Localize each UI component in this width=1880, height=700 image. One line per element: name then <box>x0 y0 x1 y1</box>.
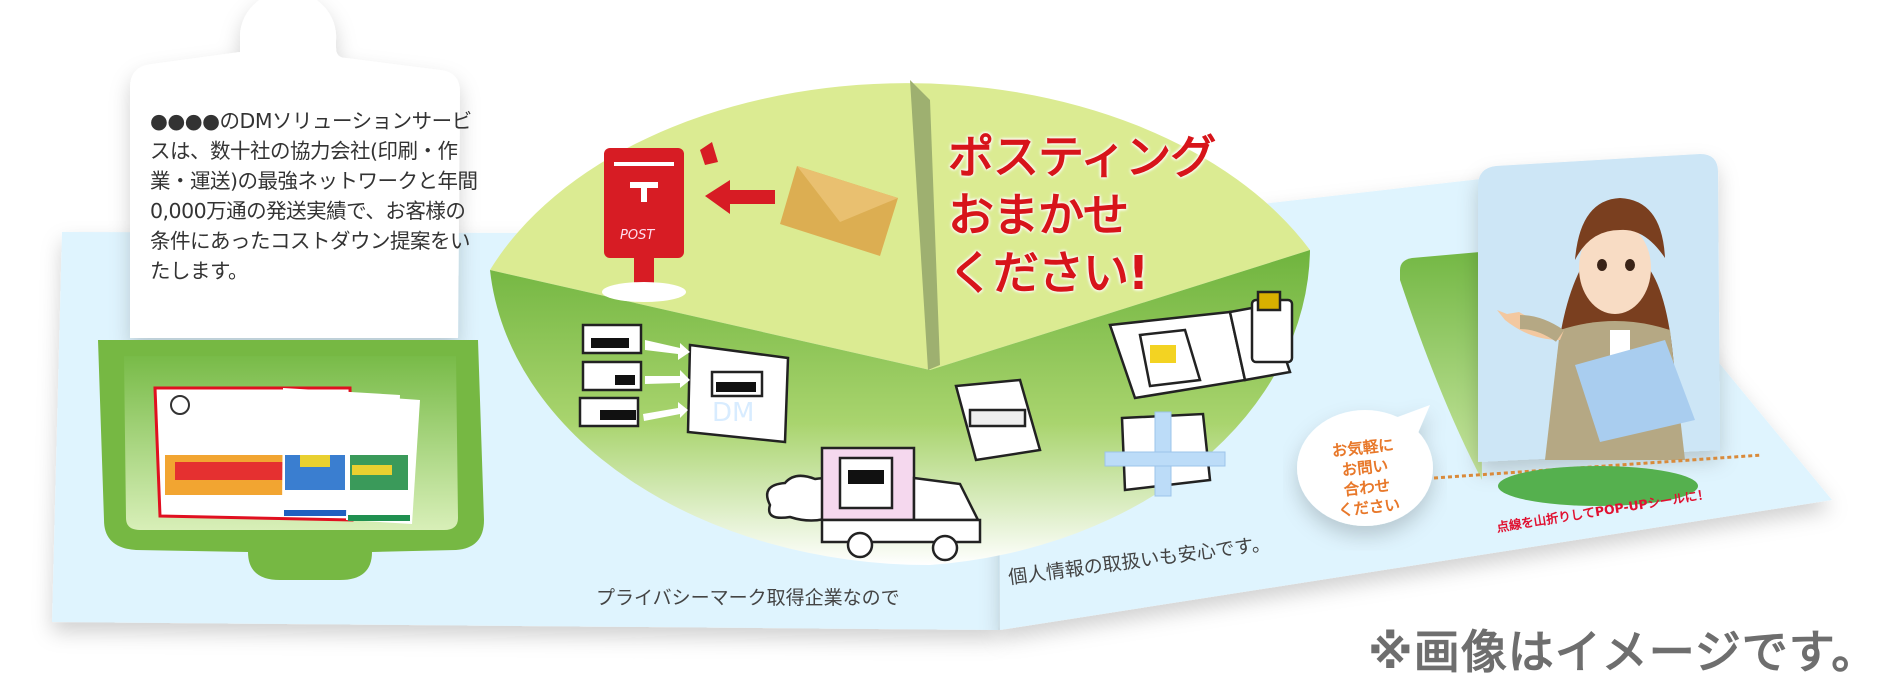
right-green-panel <box>1400 252 1482 480</box>
catalog-illustration <box>1108 290 1294 400</box>
envelope-icon <box>780 166 898 256</box>
delivery-truck-illustration <box>765 446 982 562</box>
headline-line-2: おまかせ <box>948 188 1129 242</box>
pie-popup <box>490 80 1310 566</box>
dm-label: DM <box>712 398 755 428</box>
bundle-illustration <box>954 378 1226 497</box>
green-base-ellipse <box>1498 466 1698 506</box>
white-arrows <box>643 340 690 421</box>
speech-bubble <box>1297 405 1433 526</box>
arrow-left-icon <box>700 142 775 214</box>
headline-line-1: ポスティング <box>948 130 1216 184</box>
headline-line-3: ください! <box>948 246 1149 300</box>
postbox-icon <box>602 148 686 302</box>
dm-assembly-illustration <box>578 323 790 444</box>
postbox-label: POST <box>620 228 655 243</box>
privacy-text-left: プライバシーマーク取得企業なので <box>596 587 900 609</box>
brochures-illustration <box>153 386 420 524</box>
speech-bubble-text: お気軽に お問い 合わせ ください <box>1314 433 1418 523</box>
woman-illustration <box>1497 198 1695 460</box>
posting-headline: ポスティング おまかせ ください! <box>948 128 1216 302</box>
tag-card-text: ●●●●のDMソリューションサービスは、数十社の協力会社(印刷・作業・運送)の最… <box>150 109 478 283</box>
image-disclaimer: ※画像はイメージです。 <box>1368 625 1879 679</box>
tag-card <box>130 0 460 338</box>
